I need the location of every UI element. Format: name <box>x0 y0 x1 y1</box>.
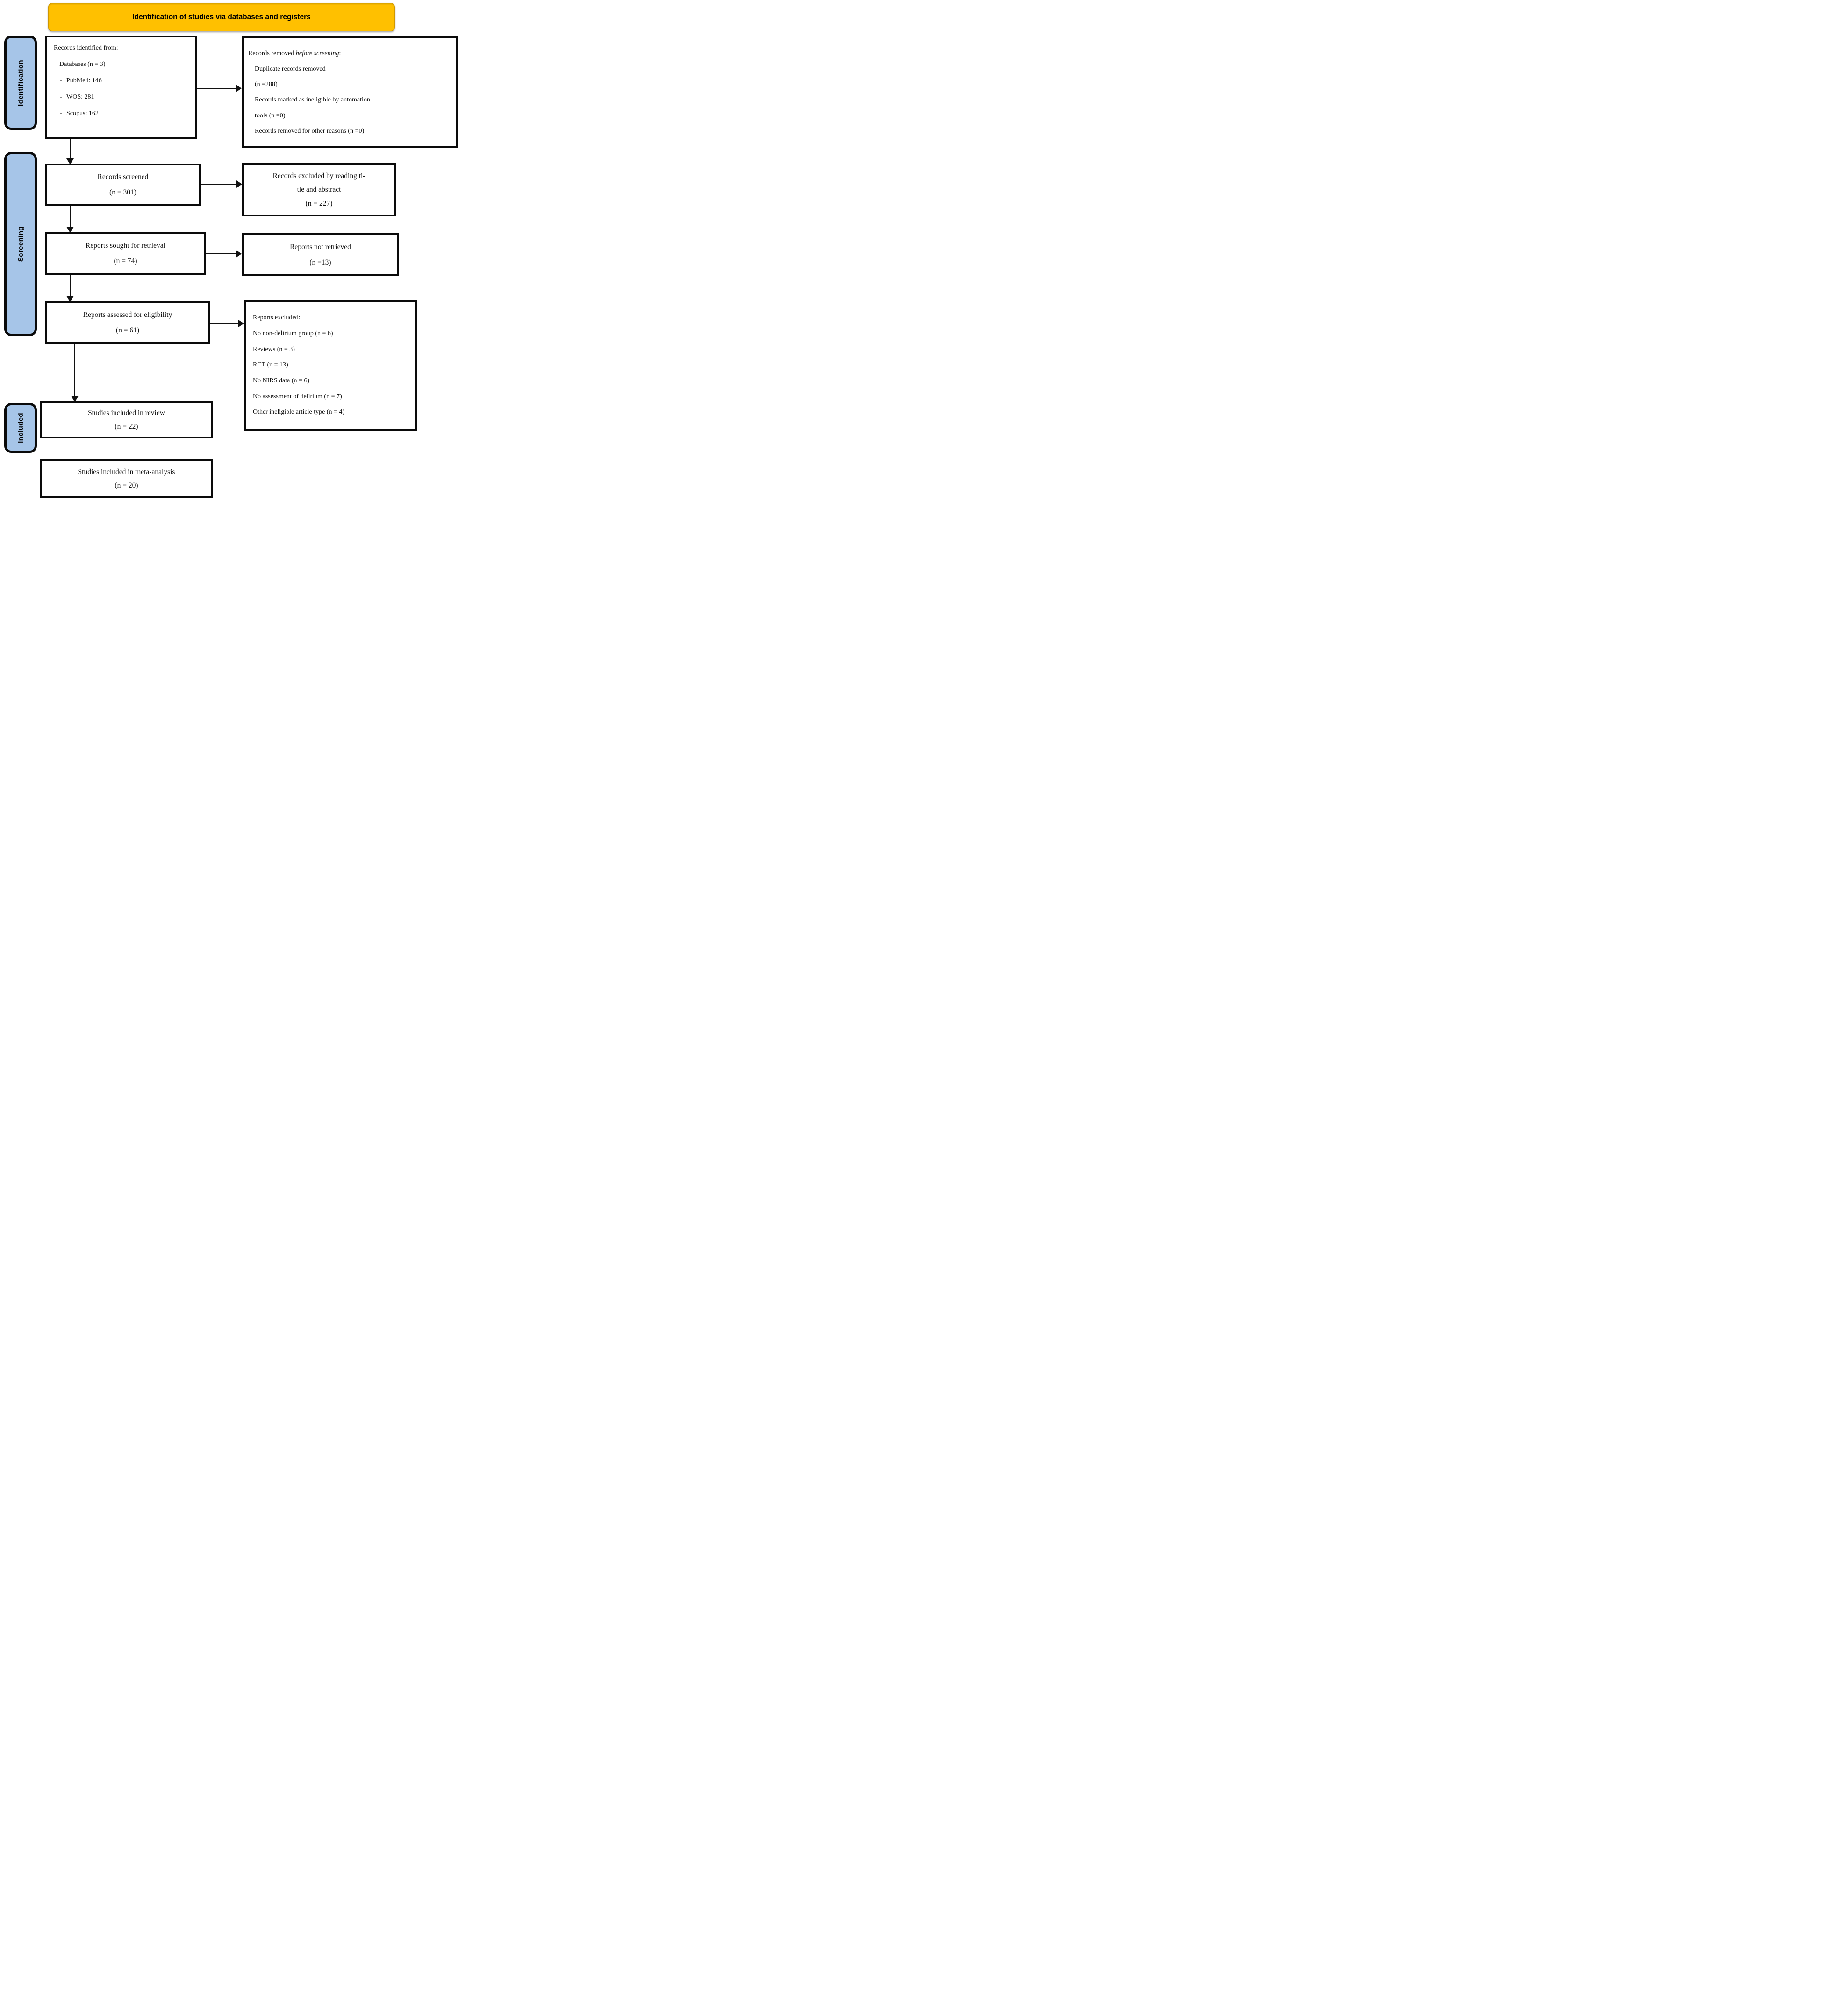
stage-tab-screening-label: Screening <box>16 226 25 262</box>
arrow-down-assessed-to-review <box>71 344 79 402</box>
arrow-shaft <box>70 139 71 159</box>
stage-tab-included-label: Included <box>16 413 25 443</box>
arrow-shaft <box>201 184 237 185</box>
arrow-head-right-icon <box>236 250 242 258</box>
records-identified-subheader: Databases (n = 3) <box>59 61 106 68</box>
box-studies-included-review: Studies included in review (n = 22) <box>40 401 213 438</box>
arrow-shaft <box>210 323 239 324</box>
records-screened-count: (n = 301) <box>109 188 136 196</box>
stage-tab-identification-label: Identification <box>16 59 25 106</box>
box-reports-excluded: Reports excluded: No non-delirium group … <box>244 300 417 431</box>
bullet-text: Scopus: 162 <box>66 110 99 117</box>
reports-excluded-reason: No NIRS data (n = 6) <box>253 377 310 384</box>
box-studies-included-meta-analysis: Studies included in meta-analysis (n = 2… <box>40 459 213 498</box>
bullet-dash: - <box>60 110 62 117</box>
records-removed-line: Records marked as ineligible by automati… <box>255 96 370 104</box>
arrow-shaft <box>197 88 237 89</box>
banner-title-text: Identification of studies via databases … <box>132 13 311 21</box>
records-removed-header-italic: before screening <box>295 50 339 57</box>
arrow-head-down-icon <box>66 158 74 165</box>
arrow-right-sought-to-not-retrieved <box>206 250 242 258</box>
arrow-head-right-icon <box>236 180 242 188</box>
reports-sought-count: (n = 74) <box>114 257 137 265</box>
arrow-right-screened-to-excluded <box>201 180 242 188</box>
records-removed-header-suffix: : <box>339 50 341 57</box>
reports-sought-label: Reports sought for retrieval <box>86 242 165 250</box>
box-reports-not-retrieved: Reports not retrieved (n =13) <box>242 233 399 276</box>
reports-excluded-reason: Other ineligible article type (n = 4) <box>253 409 345 416</box>
arrow-right-identified-to-removed <box>197 85 242 92</box>
records-excluded-line: Records excluded by reading ti- <box>272 172 365 180</box>
bullet-text: WOS: 281 <box>66 93 94 100</box>
stage-tab-identification: Identification <box>4 36 37 130</box>
prisma-flow-diagram: Identification of studies via databases … <box>0 0 462 502</box>
arrow-shaft <box>70 275 71 297</box>
box-records-removed-before-screening: Records removed before screening: Duplic… <box>242 36 458 148</box>
arrow-head-down-icon <box>71 396 79 402</box>
box-reports-assessed: Reports assessed for eligibility (n = 61… <box>45 301 210 344</box>
arrow-head-right-icon <box>238 320 244 327</box>
records-identified-header: Records identified from: <box>54 44 118 51</box>
reports-not-retrieved-label: Reports not retrieved <box>290 243 351 251</box>
records-screened-label: Records screened <box>97 173 149 181</box>
box-reports-sought: Reports sought for retrieval (n = 74) <box>45 232 206 275</box>
arrow-down-screened-to-sought <box>66 206 74 233</box>
records-excluded-count: (n = 227) <box>305 199 333 208</box>
arrow-head-right-icon <box>236 85 242 92</box>
stage-tab-screening: Screening <box>4 152 37 336</box>
reports-excluded-reason: No non-delirium group (n = 6) <box>253 330 333 337</box>
bullet-text: PubMed: 146 <box>66 77 102 84</box>
box-records-identified: Records identified from: Databases (n = … <box>45 36 197 139</box>
records-removed-header: Records removed before screening: <box>248 50 451 58</box>
arrow-shaft <box>70 206 71 228</box>
studies-meta-label: Studies included in meta-analysis <box>78 467 175 476</box>
arrow-right-assessed-to-excluded <box>210 320 244 327</box>
arrow-down-identified-to-screened <box>66 139 74 165</box>
records-identified-bullet: -Scopus: 162 <box>50 108 192 118</box>
records-identified-bullet: -WOS: 281 <box>50 92 192 102</box>
reports-assessed-count: (n = 61) <box>115 326 140 334</box>
banner-title: Identification of studies via databases … <box>48 3 395 31</box>
arrow-head-down-icon <box>66 227 74 233</box>
records-removed-line: tools (n =0) <box>255 112 286 119</box>
records-removed-header-prefix: Records removed <box>248 50 296 57</box>
box-records-screened: Records screened (n = 301) <box>45 164 201 206</box>
bullet-dash: - <box>60 93 62 100</box>
reports-excluded-reason: Reviews (n = 3) <box>253 345 295 353</box>
reports-assessed-label: Reports assessed for eligibility <box>83 311 172 319</box>
records-removed-line: Duplicate records removed <box>255 65 326 72</box>
studies-review-count: (n = 22) <box>115 423 138 431</box>
reports-not-retrieved-count: (n =13) <box>309 258 331 266</box>
records-removed-line: Records removed for other reasons (n =0) <box>255 127 365 135</box>
records-removed-line: (n =288) <box>255 81 278 88</box>
arrow-head-down-icon <box>66 296 74 302</box>
arrow-shaft <box>206 253 237 254</box>
arrow-shaft <box>74 344 75 397</box>
reports-excluded-reason: No assessment of delirium (n = 7) <box>253 393 342 400</box>
reports-excluded-header: Reports excluded: <box>253 314 301 322</box>
arrow-down-sought-to-assessed <box>66 275 74 302</box>
reports-excluded-reason: RCT (n = 13) <box>253 361 288 369</box>
bullet-dash: - <box>60 77 62 84</box>
box-records-excluded-title-abstract: Records excluded by reading ti- tle and … <box>242 163 396 216</box>
studies-meta-count: (n = 20) <box>115 481 138 489</box>
records-identified-bullet: -PubMed: 146 <box>50 76 192 86</box>
studies-review-label: Studies included in review <box>88 409 165 417</box>
records-excluded-line: tle and abstract <box>297 186 341 194</box>
stage-tab-included: Included <box>4 403 37 453</box>
